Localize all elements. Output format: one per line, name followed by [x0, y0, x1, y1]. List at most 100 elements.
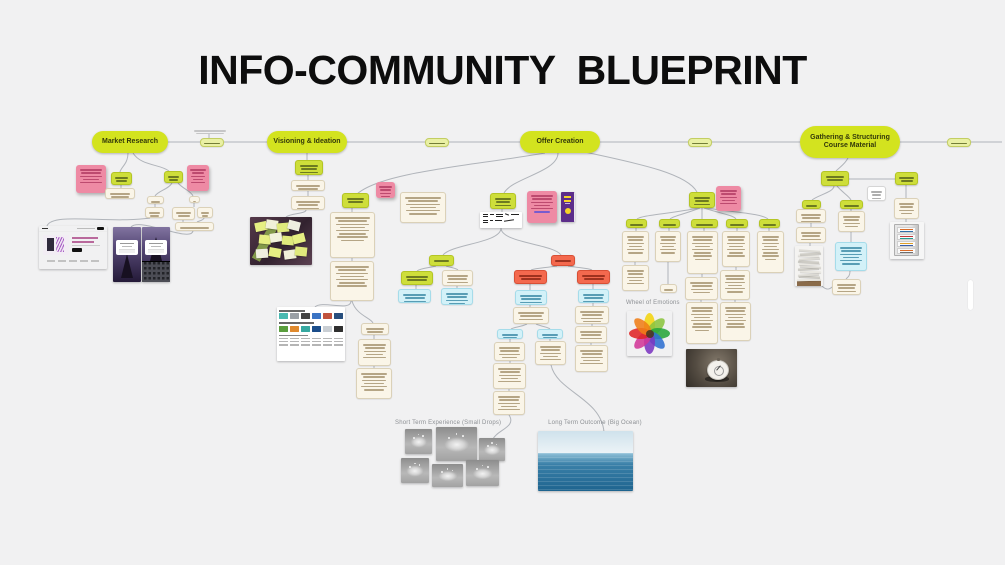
node-st-b[interactable] [493, 363, 526, 389]
note-gather[interactable] [867, 186, 886, 201]
node-research-a[interactable] [838, 211, 865, 232]
sticky-note-research[interactable] [187, 165, 209, 191]
caption-long-term[interactable]: Long Term Outcome (Big Ocean) [548, 420, 642, 426]
node-gather-r1[interactable] [894, 198, 919, 219]
image-drop-5[interactable] [432, 464, 463, 487]
connector-pill-1[interactable] [200, 138, 224, 147]
image-phone-story-left[interactable] [113, 227, 141, 282]
label-module-1[interactable] [626, 219, 647, 228]
node-vision[interactable] [295, 160, 323, 175]
image-folder-cabinet[interactable] [890, 222, 924, 259]
label-bonus[interactable] [429, 255, 454, 266]
node-gather[interactable] [821, 171, 849, 186]
image-video-grid[interactable] [277, 307, 345, 361]
node-fg-a[interactable] [513, 307, 549, 324]
section-market-research[interactable]: Market Research [92, 131, 168, 153]
node-lt-a[interactable] [535, 341, 566, 365]
node-module-4c[interactable] [720, 302, 751, 341]
image-drop-1[interactable] [405, 429, 432, 454]
image-drop-2[interactable] [436, 427, 477, 461]
node-vision-b[interactable] [291, 196, 325, 210]
image-formula[interactable] [480, 212, 522, 228]
node-content-c[interactable] [356, 368, 392, 399]
node-bonus-q1[interactable] [398, 289, 431, 303]
image-drop-6[interactable] [466, 460, 499, 486]
canvas-strip[interactable] [968, 280, 973, 310]
node-videos-a[interactable] [796, 209, 826, 223]
label-delivery[interactable] [551, 255, 575, 266]
caption-wheel-of-emotions[interactable]: Wheel of Emotions [626, 300, 680, 306]
board-title[interactable]: INFO-COMMUNITY BLUEPRINT [198, 47, 807, 93]
node-research-c[interactable] [832, 279, 861, 295]
node-offer-core[interactable] [490, 193, 516, 209]
node-pricing-a[interactable] [330, 212, 375, 258]
node-content-b[interactable] [358, 339, 391, 366]
label-long-term[interactable] [537, 329, 563, 339]
section-visioning-ideation[interactable]: Visioning & Ideation [267, 131, 347, 153]
label-module-4[interactable] [726, 219, 748, 228]
connector-pill-4[interactable] [947, 138, 971, 147]
node-pricing-b[interactable] [330, 261, 374, 301]
image-drop-3[interactable] [479, 438, 505, 461]
node-structure[interactable] [689, 192, 715, 208]
image-paper-stack[interactable] [795, 246, 823, 286]
node-mt-b[interactable] [575, 326, 607, 343]
label-researching[interactable] [840, 200, 863, 209]
sticky-note-structure[interactable] [716, 186, 741, 211]
sticky-note-pricing[interactable] [376, 182, 395, 198]
node-module-3b[interactable] [685, 277, 718, 300]
node-audience-research[interactable] [164, 171, 183, 183]
node-mr-a[interactable] [147, 196, 164, 204]
image-brainstorm-photo[interactable] [250, 217, 312, 265]
section-offer-creation[interactable]: Offer Creation [520, 131, 600, 153]
caption-short-term[interactable]: Short Term Experience (Small Drops) [395, 420, 502, 426]
node-st-c[interactable] [493, 391, 525, 415]
label-module-5[interactable] [759, 219, 780, 228]
image-phone-story-right[interactable] [142, 227, 170, 282]
node-module-3a[interactable] [687, 231, 718, 274]
node-mr-e[interactable] [197, 207, 213, 218]
label-videos[interactable] [802, 200, 821, 209]
node-mr-d[interactable] [172, 207, 195, 220]
label-short-term[interactable] [497, 329, 523, 339]
image-drop-4[interactable] [401, 458, 429, 483]
node-mr-f[interactable] [175, 222, 214, 231]
node-vision-a[interactable] [291, 180, 325, 191]
node-research-b[interactable] [835, 242, 867, 271]
image-website-screenshot[interactable] [39, 226, 107, 269]
image-ocean[interactable] [538, 431, 633, 491]
node-content-a[interactable] [361, 323, 389, 335]
node-videos-b[interactable] [796, 227, 826, 243]
node-gather-right[interactable] [895, 172, 918, 185]
image-stopwatch[interactable] [686, 349, 737, 387]
node-module-2a[interactable] [655, 231, 681, 262]
connector-pill-3[interactable] [688, 138, 712, 147]
connector-pill-2[interactable] [425, 138, 449, 147]
timeline-note[interactable] [190, 126, 230, 134]
node-module-1b[interactable] [622, 265, 649, 291]
node-mt-q[interactable] [578, 289, 609, 303]
node-mt-a[interactable] [575, 306, 609, 324]
node-module-2b[interactable] [660, 284, 677, 293]
label-module-3[interactable] [691, 219, 718, 228]
node-module-5a[interactable] [757, 231, 784, 273]
node-mind-transfer[interactable] [577, 270, 610, 284]
sticky-note-audience[interactable] [76, 165, 106, 193]
node-bonus-b[interactable] [442, 270, 473, 286]
node-mr-c[interactable] [145, 207, 164, 218]
image-wheel-of-emotions[interactable] [627, 311, 672, 356]
node-bonus-q2[interactable] [441, 288, 473, 305]
sticky-note-offer[interactable] [527, 191, 557, 223]
image-book-cover[interactable] [561, 192, 575, 222]
node-fg-q[interactable] [515, 290, 547, 305]
section-gathering-structuring[interactable]: Gathering & Structuring Course Material [800, 126, 900, 158]
node-mr-b[interactable] [189, 196, 200, 203]
node-competitor[interactable] [111, 172, 132, 185]
node-module-3c[interactable] [686, 302, 718, 344]
node-module-1a[interactable] [622, 231, 649, 262]
node-competitor-detail[interactable] [105, 188, 135, 199]
node-module-4b[interactable] [720, 270, 750, 300]
node-offer-notes[interactable] [400, 192, 446, 223]
node-st-a[interactable] [494, 342, 525, 361]
